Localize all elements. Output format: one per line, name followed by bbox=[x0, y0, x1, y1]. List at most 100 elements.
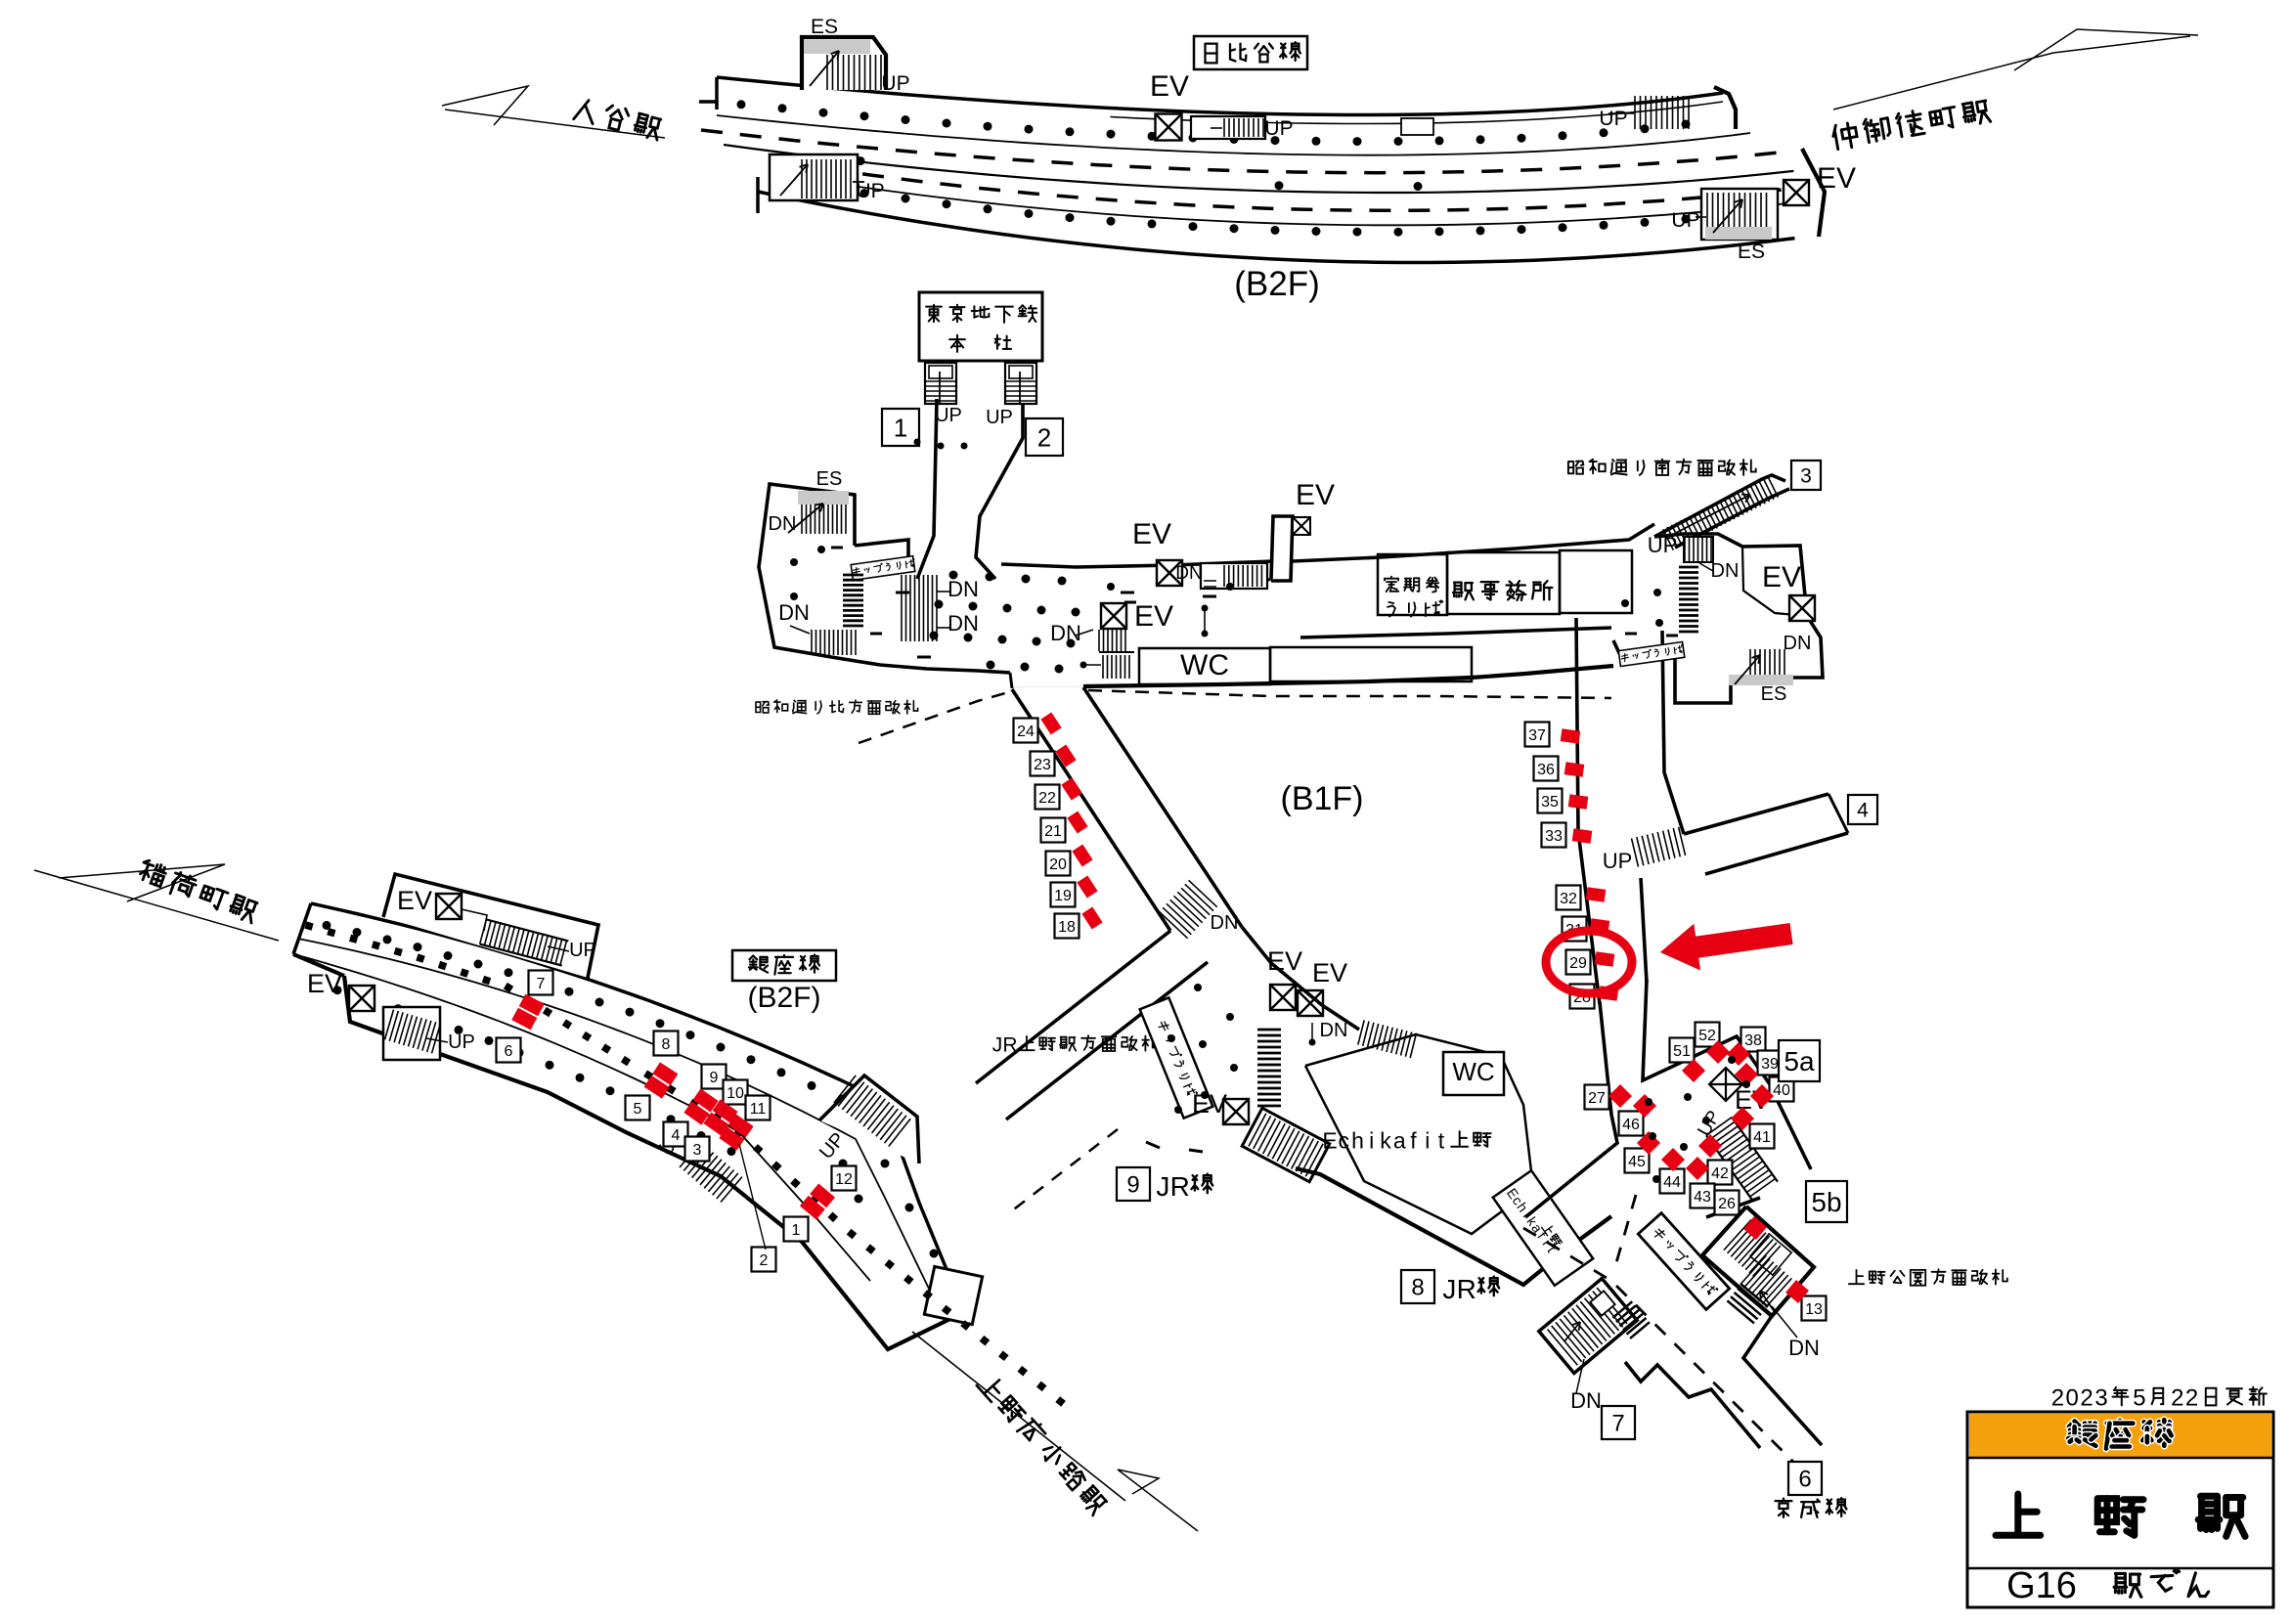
svg-text:(B2F): (B2F) bbox=[748, 982, 821, 1014]
svg-text:DN: DN bbox=[1320, 1020, 1348, 1041]
svg-text:ES: ES bbox=[1761, 683, 1787, 705]
svg-text:4: 4 bbox=[672, 1127, 681, 1144]
svg-text:52: 52 bbox=[1698, 1028, 1716, 1044]
svg-text:k: k bbox=[1380, 1127, 1391, 1153]
svg-text:J: J bbox=[1442, 1274, 1456, 1304]
svg-text:WC: WC bbox=[1452, 1057, 1494, 1086]
svg-text:51: 51 bbox=[1673, 1043, 1691, 1060]
svg-text:29: 29 bbox=[1569, 955, 1587, 972]
svg-text:i: i bbox=[1369, 1127, 1374, 1153]
svg-text:ES: ES bbox=[816, 468, 843, 490]
svg-text:2: 2 bbox=[2171, 1385, 2183, 1412]
svg-text:13: 13 bbox=[1805, 1301, 1823, 1318]
svg-text:f: f bbox=[1410, 1127, 1417, 1153]
svg-text:R: R bbox=[1457, 1274, 1476, 1304]
svg-text:ES: ES bbox=[811, 16, 838, 38]
svg-text:UP: UP bbox=[1264, 117, 1293, 140]
svg-text:EV: EV bbox=[1150, 70, 1189, 103]
svg-text:33: 33 bbox=[1545, 828, 1563, 845]
svg-text:39: 39 bbox=[1761, 1056, 1779, 1073]
svg-text:21: 21 bbox=[1044, 823, 1062, 840]
svg-text:DN: DN bbox=[1570, 1388, 1602, 1413]
svg-text:10: 10 bbox=[727, 1085, 744, 1102]
svg-text:27: 27 bbox=[1588, 1090, 1606, 1107]
svg-text:J: J bbox=[1156, 1171, 1169, 1202]
svg-text:DN: DN bbox=[947, 611, 979, 636]
svg-text:DN: DN bbox=[769, 513, 797, 535]
svg-text:UP: UP bbox=[881, 72, 909, 95]
svg-text:5: 5 bbox=[634, 1101, 642, 1118]
svg-text:DN: DN bbox=[1050, 621, 1081, 645]
svg-text:42: 42 bbox=[1711, 1165, 1729, 1182]
svg-text:EV: EV bbox=[1192, 1089, 1227, 1119]
svg-text:7: 7 bbox=[537, 976, 546, 992]
svg-text:WC: WC bbox=[1180, 649, 1229, 681]
svg-text:38: 38 bbox=[1744, 1032, 1762, 1049]
svg-text:UP: UP bbox=[856, 180, 884, 202]
svg-text:EV: EV bbox=[1817, 162, 1856, 195]
svg-text:EV: EV bbox=[307, 969, 342, 998]
svg-text:6: 6 bbox=[1798, 1467, 1811, 1493]
svg-text:DN: DN bbox=[778, 600, 810, 625]
svg-text:4: 4 bbox=[1857, 800, 1869, 822]
svg-text:2: 2 bbox=[1037, 422, 1051, 452]
svg-text:UP: UP bbox=[1599, 108, 1627, 130]
svg-text:UP: UP bbox=[935, 405, 962, 426]
svg-text:(B1F): (B1F) bbox=[1281, 780, 1364, 817]
svg-text:24: 24 bbox=[1017, 724, 1035, 740]
svg-text:9: 9 bbox=[710, 1070, 719, 1086]
svg-text:37: 37 bbox=[1528, 727, 1546, 744]
svg-text:2: 2 bbox=[760, 1252, 769, 1269]
svg-text:R: R bbox=[1002, 1034, 1017, 1057]
svg-text:44: 44 bbox=[1663, 1174, 1681, 1191]
svg-text:E: E bbox=[1322, 1127, 1337, 1153]
svg-text:EV: EV bbox=[397, 886, 432, 915]
svg-text:DN: DN bbox=[947, 577, 979, 601]
svg-text:41: 41 bbox=[1753, 1129, 1771, 1146]
svg-text:9: 9 bbox=[1126, 1172, 1139, 1199]
svg-text:18: 18 bbox=[1058, 919, 1076, 936]
svg-text:2: 2 bbox=[2051, 1385, 2064, 1412]
svg-text:c: c bbox=[1338, 1127, 1349, 1153]
svg-text:EV: EV bbox=[1312, 958, 1347, 988]
svg-text:0: 0 bbox=[2066, 1385, 2079, 1412]
svg-text:5b: 5b bbox=[1811, 1187, 1841, 1217]
svg-text:6: 6 bbox=[505, 1043, 513, 1060]
svg-text:UP: UP bbox=[986, 407, 1013, 428]
svg-text:G16: G16 bbox=[2006, 1565, 2077, 1606]
svg-text:t: t bbox=[1438, 1127, 1445, 1153]
svg-text:EV: EV bbox=[1267, 946, 1302, 976]
svg-text:(B2F): (B2F) bbox=[1234, 265, 1320, 303]
svg-text:36: 36 bbox=[1537, 762, 1555, 778]
svg-text:1: 1 bbox=[792, 1222, 801, 1239]
svg-text:8: 8 bbox=[662, 1036, 671, 1053]
svg-text:5: 5 bbox=[2133, 1385, 2145, 1412]
svg-text:40: 40 bbox=[1773, 1082, 1790, 1099]
svg-text:8: 8 bbox=[1411, 1275, 1424, 1301]
svg-text:5a: 5a bbox=[1784, 1046, 1815, 1076]
svg-text:EV: EV bbox=[1296, 479, 1335, 511]
svg-text:DN: DN bbox=[1784, 633, 1812, 654]
svg-text:R: R bbox=[1170, 1171, 1190, 1202]
svg-text:EV: EV bbox=[1762, 561, 1801, 593]
svg-text:2: 2 bbox=[2080, 1385, 2093, 1412]
svg-text:ES: ES bbox=[1738, 241, 1765, 263]
svg-text:h: h bbox=[1351, 1127, 1364, 1153]
svg-text:DN: DN bbox=[1211, 912, 1239, 934]
svg-text:11: 11 bbox=[750, 1101, 767, 1118]
svg-text:32: 32 bbox=[1560, 891, 1577, 907]
svg-text:12: 12 bbox=[835, 1171, 853, 1188]
svg-text:UP: UP bbox=[1603, 849, 1633, 873]
svg-text:UP: UP bbox=[569, 940, 596, 961]
svg-text:7: 7 bbox=[1611, 1411, 1624, 1437]
svg-text:3: 3 bbox=[2094, 1385, 2107, 1412]
svg-text:43: 43 bbox=[1694, 1189, 1711, 1206]
svg-text:EV: EV bbox=[1132, 518, 1171, 550]
svg-text:EV: EV bbox=[1134, 600, 1173, 633]
svg-text:J: J bbox=[992, 1034, 1003, 1057]
svg-text:22: 22 bbox=[1038, 790, 1056, 807]
svg-text:DN: DN bbox=[1175, 563, 1202, 584]
svg-text:i: i bbox=[1425, 1127, 1430, 1153]
svg-text:46: 46 bbox=[1622, 1117, 1640, 1133]
svg-text:26: 26 bbox=[1718, 1196, 1736, 1212]
